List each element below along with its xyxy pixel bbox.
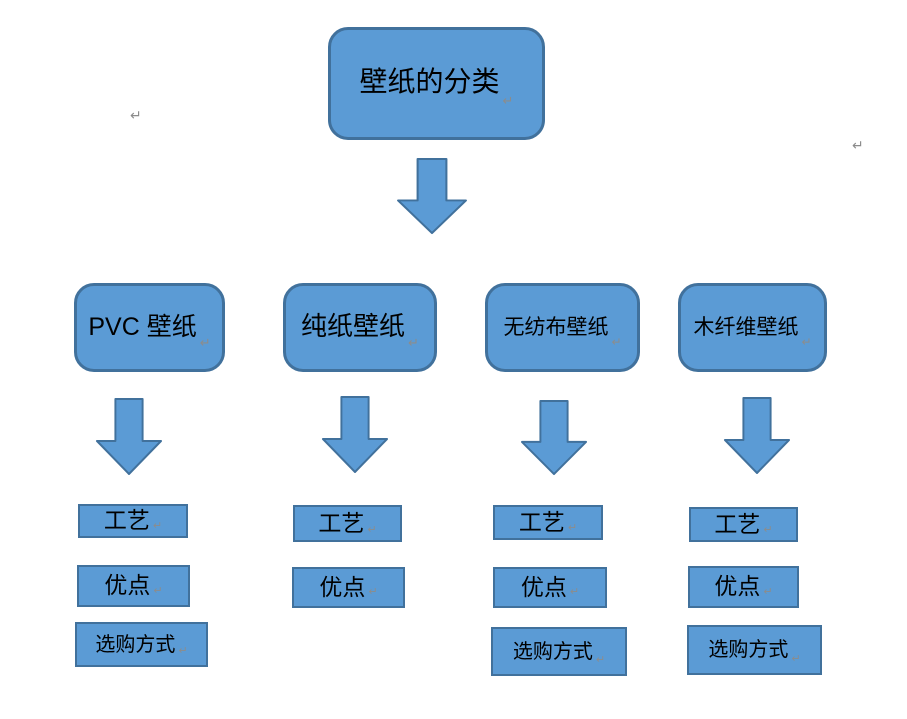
node-label: PVC 壁纸	[88, 312, 197, 341]
linebreak-mark: ↵	[367, 522, 377, 536]
node-label: 木纤维壁纸	[693, 314, 799, 339]
linebreak-mark: ↵	[763, 584, 773, 598]
linebreak-mark: ↵	[153, 583, 163, 597]
linebreak-mark: ↵	[502, 93, 514, 109]
node-wood-fiber-wallpaper: 木纤维壁纸↵	[678, 283, 827, 372]
node-root-label: 壁纸的分类	[359, 67, 500, 99]
node-col3-process: 工艺↵	[493, 505, 603, 540]
node-nonwoven-wallpaper: 无纺布壁纸↵	[485, 283, 640, 372]
down-arrow-col4	[723, 397, 791, 474]
node-label: 选购方式	[512, 640, 593, 663]
linebreak-mark: ↵	[368, 584, 378, 598]
linebreak-mark: ↵	[595, 652, 606, 666]
node-label: 优点	[319, 574, 366, 600]
node-label: 工艺	[103, 508, 150, 534]
linebreak-mark: ↵	[763, 522, 773, 536]
down-arrow-root	[397, 158, 467, 235]
node-col2-process: 工艺↵	[293, 505, 402, 542]
node-col3-purchase-method: 选购方式↵	[491, 627, 627, 676]
node-col1-advantages: 优点↵	[77, 565, 190, 607]
linebreak-mark: ↵	[178, 643, 188, 657]
linebreak-mark: ↵	[408, 335, 419, 351]
node-label: 优点	[714, 574, 761, 600]
linebreak-mark: ↵	[567, 520, 578, 534]
node-pvc-wallpaper: PVC 壁纸↵	[74, 283, 225, 372]
node-label: 工艺	[714, 511, 761, 537]
node-col1-process: 工艺↵	[78, 504, 188, 538]
node-label: 工艺	[318, 510, 365, 536]
down-arrow-col3	[520, 400, 588, 476]
node-col4-process: 工艺↵	[689, 507, 798, 542]
node-col4-advantages: 优点↵	[688, 566, 799, 608]
node-label: 优点	[520, 574, 567, 600]
node-label: 选购方式	[708, 639, 789, 661]
linebreak-mark: ↵	[852, 138, 864, 154]
down-arrow-col1	[95, 398, 163, 475]
linebreak-mark: ↵	[152, 518, 163, 532]
node-label: 工艺	[518, 509, 565, 535]
linebreak-mark: ↵	[130, 108, 142, 124]
node-label: 优点	[104, 573, 151, 599]
linebreak-mark: ↵	[791, 651, 801, 665]
linebreak-mark: ↵	[199, 335, 211, 351]
linebreak-mark: ↵	[801, 334, 812, 349]
node-label: 纯纸壁纸	[301, 312, 406, 342]
node-label: 无纺布壁纸	[503, 314, 609, 339]
node-pure-paper-wallpaper: 纯纸壁纸↵	[283, 283, 437, 372]
linebreak-mark: ↵	[611, 334, 622, 349]
node-col2-advantages: 优点↵	[292, 567, 405, 608]
node-col4-purchase-method: 选购方式↵	[687, 625, 822, 675]
linebreak-mark: ↵	[569, 584, 580, 598]
node-col1-purchase-method: 选购方式↵	[75, 622, 208, 667]
down-arrow-col2	[321, 396, 389, 473]
node-col3-advantages: 优点↵	[493, 567, 607, 608]
node-label: 选购方式	[95, 633, 176, 656]
node-root: 壁纸的分类↵	[328, 27, 545, 140]
